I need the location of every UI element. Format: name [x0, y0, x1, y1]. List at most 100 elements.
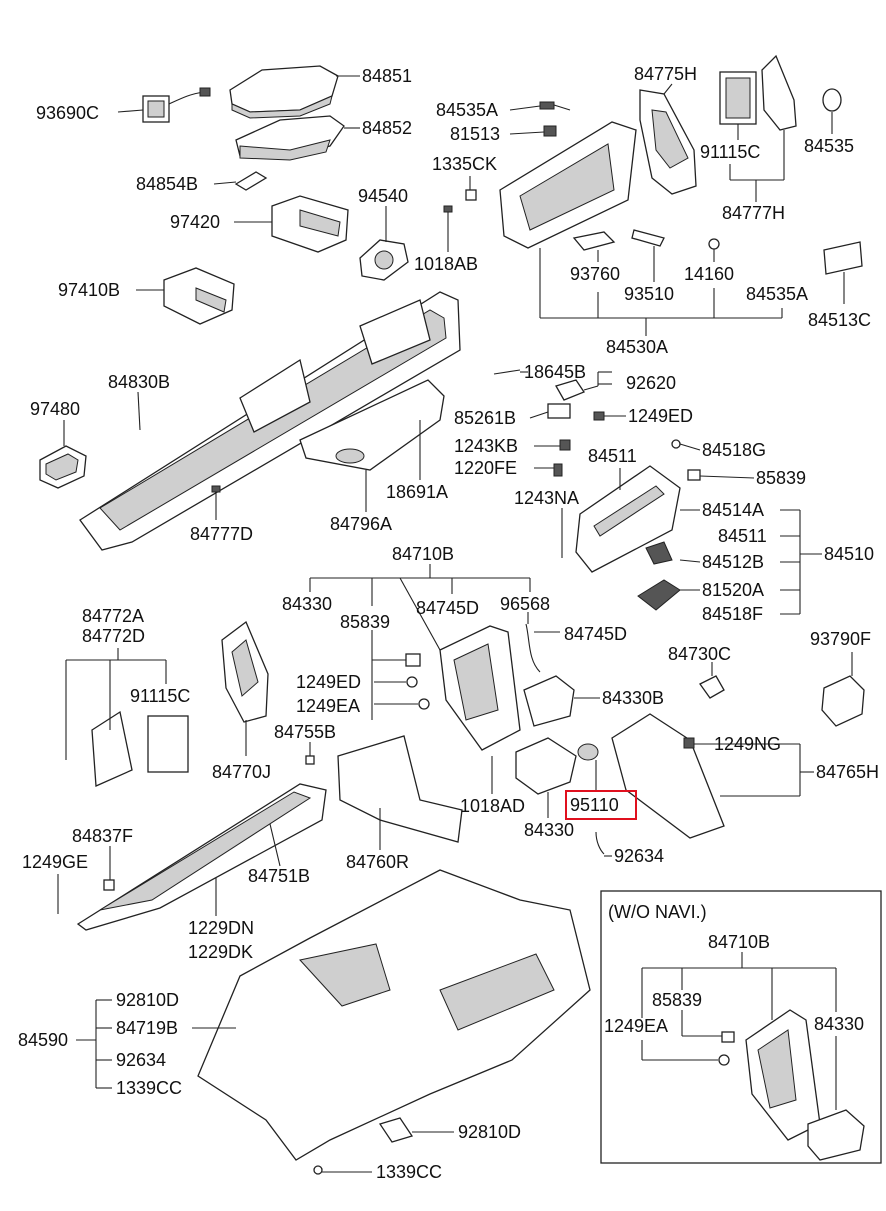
label-1018AB: 1018AB [414, 254, 478, 274]
side-trim-84770J [221, 620, 269, 723]
label-84518F: 84518F [702, 604, 763, 624]
switch-93510 [631, 229, 665, 247]
label-93760: 93760 [570, 264, 620, 284]
label-85261B: 85261B [454, 408, 516, 428]
grille-91115C-mid [147, 715, 189, 773]
label-1249ED-mid: 1249ED [296, 672, 361, 692]
crash-pad-84830B [79, 291, 461, 551]
label-1249NG: 1249NG [714, 734, 781, 754]
label-14160: 14160 [684, 264, 734, 284]
label-85261B [547, 403, 571, 419]
clip-84535A [539, 101, 571, 111]
switch-93760 [572, 231, 616, 251]
inset-label-1249EA: 1249EA [604, 1016, 668, 1036]
screw-1243KB [559, 439, 571, 451]
label-84710B: 84710B [392, 544, 454, 564]
label-95110: 95110 [570, 795, 619, 815]
inset-clip [718, 1031, 735, 1066]
screw-1335CK [465, 189, 477, 201]
label-91115C-top: 91115C [700, 142, 760, 162]
clip-81513 [543, 125, 557, 137]
inset-title: (W/O NAVI.) [608, 902, 707, 922]
label-81520A: 81520A [702, 580, 764, 600]
label-1243KB: 1243KB [454, 436, 518, 456]
label-84751B: 84751B [248, 866, 310, 886]
label-97480: 97480 [30, 399, 80, 419]
clip-92810D-bot [378, 1117, 414, 1143]
label-93790F: 93790F [810, 629, 871, 649]
latch-84512B [645, 541, 673, 565]
lower-crash-pad-84796A [299, 379, 445, 471]
bolt-1018AB [443, 205, 453, 232]
bolt-84777D [211, 485, 221, 510]
side-cover-84772A [91, 710, 133, 787]
inset-label-84330: 84330 [814, 1014, 864, 1034]
screw-1220FE [553, 463, 563, 477]
label-1249ED-top: 1249ED [628, 406, 693, 426]
lower-panel-84760R [337, 735, 463, 843]
screw-1249NG [683, 737, 695, 749]
label-18645B: 18645B [524, 362, 586, 382]
label-84518G: 84518G [702, 440, 766, 460]
label-1229DK: 1229DK [188, 942, 253, 962]
wire-96568 [525, 623, 541, 673]
label-84854B: 84854B [136, 174, 198, 194]
label-1243NA: 1243NA [514, 488, 579, 508]
clock-spring-switch [142, 87, 211, 123]
clip-84837F [103, 879, 115, 891]
label-84772A: 84772A [82, 606, 144, 626]
label-84535A-top: 84535A [436, 100, 498, 120]
label-1220FE: 1220FE [454, 458, 517, 478]
label-1249GE: 1249GE [22, 852, 88, 872]
clip-1339CC-bot [313, 1165, 323, 1175]
label-84511-top: 84511 [588, 446, 637, 466]
pocket-84330B [523, 675, 575, 727]
clip-92620 [555, 379, 585, 401]
label-84535: 84535 [804, 136, 854, 156]
label-84755B: 84755B [274, 722, 336, 742]
label-84730C: 84730C [668, 644, 731, 664]
label-84852: 84852 [362, 118, 412, 138]
screw-1249ED-top [593, 411, 605, 421]
inset-center-fascia [745, 1009, 821, 1141]
label-92620: 92620 [626, 373, 676, 393]
label-84330-top: 84330 [282, 594, 332, 614]
label-93690C: 93690C [36, 103, 99, 123]
label-84330-bot: 84330 [524, 820, 574, 840]
wire-18645B [493, 369, 521, 375]
label-84330B: 84330B [602, 688, 664, 708]
label-85839-top: 85839 [756, 468, 806, 488]
inset-tray [807, 1109, 865, 1161]
label-84745D-right: 84745D [564, 624, 627, 644]
cluster-fascia-84530A [499, 121, 637, 249]
leader-lines [57, 75, 853, 1173]
cover-91115C-top [719, 71, 757, 125]
label-84796A: 84796A [330, 514, 392, 534]
label-84775H: 84775H [634, 64, 697, 84]
steering-column-lower-shroud [235, 115, 345, 161]
label-1018AD: 1018AD [460, 796, 525, 816]
screw-1249ED-mid [406, 676, 418, 688]
label-92810D-bot: 92810D [458, 1122, 521, 1142]
label-84770J: 84770J [212, 762, 271, 782]
label-84511-mid: 84511 [718, 526, 767, 546]
label-84514A: 84514A [702, 500, 764, 520]
label-1339CC-bot: 1339CC [376, 1162, 442, 1182]
under-cover-84751B [76, 783, 327, 931]
clip-84755B [305, 755, 315, 765]
label-84745D-top: 84745D [416, 598, 479, 618]
label-84590: 84590 [18, 1030, 68, 1050]
socket-95110 [577, 743, 599, 761]
label-18691A: 18691A [386, 482, 448, 502]
label-91115C-mid: 91115C [130, 686, 190, 706]
label-84760R: 84760R [346, 852, 409, 872]
tray-84330 [515, 737, 577, 795]
speaker-93790F [821, 675, 865, 727]
speaker-97480 [39, 445, 87, 489]
label-92634-top: 92634 [614, 846, 664, 866]
label-84851: 84851 [362, 66, 412, 86]
label-84535A-bot: 84535A [746, 284, 808, 304]
pin-84518G [671, 439, 681, 449]
label-92810D-top: 92810D [116, 990, 179, 1010]
